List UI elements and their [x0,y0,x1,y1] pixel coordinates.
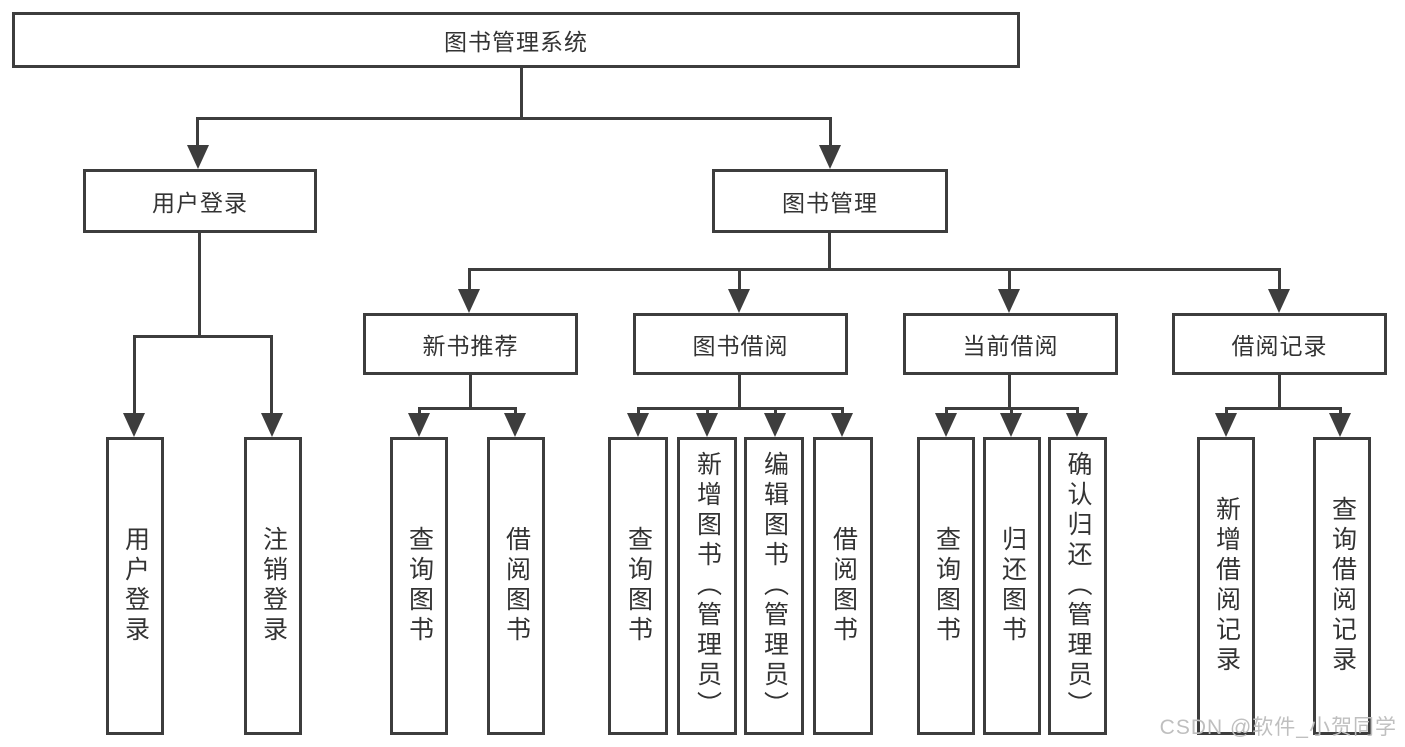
leaf-bb-borrow-books: 借阅图书 [813,437,873,735]
arrowhead-borrowing [728,289,750,313]
connector-user-login-shaft [196,117,199,147]
leaf-bb-add-book-admin: 新增图书（管理员） [677,437,737,735]
connector-current-shaft [1008,268,1011,292]
node-new-book-recommend: 新书推荐 [363,313,578,375]
connector-borrowing-stub [738,374,741,408]
leaf-logout: 注销登录 [244,437,302,735]
csdn-watermark: CSDN @软件_小贺同学 [1159,716,1397,739]
arrowhead-bb-add [696,413,718,437]
connector-root-bar [196,117,831,120]
leaf-br-query-record-label: 查询借阅记录 [1328,496,1357,676]
arrowhead-bb-borrow [831,413,853,437]
node-book-management-label: 图书管理 [782,190,878,216]
connector-records-shaft [1278,268,1281,292]
arrowhead-book-mgmt [819,145,841,169]
arrowhead-current [998,289,1020,313]
connector-br-query-shaft [1339,407,1342,417]
connector-nb-query-shaft [418,407,421,417]
leaf-br-add-record: 新增借阅记录 [1197,437,1255,735]
connector-bb-add-shaft [706,407,709,417]
connector-cb-confirm-shaft [1076,407,1079,417]
node-library-system-label: 图书管理系统 [444,29,588,55]
connector-newbook-bar [418,407,516,410]
connector-cb-query-shaft [945,407,948,417]
connector-book-mgmt-bar [469,268,1280,271]
connector-cb-return-shaft [1010,407,1013,417]
connector-bb-edit-shaft [774,407,777,417]
leaf-cb-confirm-return-admin-label: 确认归还（管理员） [1064,451,1092,721]
node-user-login-label: 用户登录 [152,190,248,216]
connector-leaf-logout-shaft [270,335,273,413]
node-book-management: 图书管理 [712,169,948,233]
connector-book-mgmt-shaft [829,117,832,147]
connector-br-add-shaft [1225,407,1228,417]
leaf-br-add-record-label: 新增借阅记录 [1212,496,1241,676]
arrowhead-user-login [187,145,209,169]
node-book-borrowing: 图书借阅 [633,313,848,375]
leaf-bb-edit-book-admin: 编辑图书（管理员） [744,437,804,735]
arrowhead-newbook [458,289,480,313]
leaf-nb-borrow-books-label: 借阅图书 [502,526,531,646]
leaf-user-login: 用户登录 [106,437,164,735]
connector-user-login-bar [133,335,273,338]
connector-newbook-stub [469,374,472,408]
leaf-cb-confirm-return-admin: 确认归还（管理员） [1048,437,1107,735]
connector-root-stub [520,68,523,118]
connector-bb-borrow-shaft [841,407,844,417]
leaf-cb-query-books: 查询图书 [917,437,975,735]
connector-current-stub [1008,374,1011,408]
leaf-bb-edit-book-admin-label: 编辑图书（管理员） [760,451,789,721]
node-new-book-recommend-label: 新书推荐 [422,333,519,359]
leaf-nb-query-books-label: 查询图书 [405,526,434,646]
arrowhead-bb-query [627,413,649,437]
connector-newbook-shaft [468,268,471,292]
arrowhead-br-query [1329,413,1351,437]
leaf-user-login-label: 用户登录 [121,526,150,646]
arrowhead-records [1268,289,1290,313]
connector-user-login-stub [198,233,201,336]
connector-borrowing-bar [637,407,843,410]
connector-records-bar [1225,407,1341,410]
arrowhead-cb-confirm [1066,413,1088,437]
leaf-bb-query-books: 查询图书 [608,437,668,735]
arrowhead-br-add [1215,413,1237,437]
connector-bb-query-shaft [637,407,640,417]
node-book-borrowing-label: 图书借阅 [692,333,789,359]
node-user-login: 用户登录 [83,169,317,233]
leaf-cb-return-books: 归还图书 [983,437,1041,735]
leaf-cb-query-books-label: 查询图书 [932,526,961,646]
node-library-system: 图书管理系统 [12,12,1020,68]
leaf-bb-add-book-admin-label: 新增图书（管理员） [693,451,722,721]
connector-nb-borrow-shaft [514,407,517,417]
arrowhead-leaf-login [123,413,145,437]
arrowhead-leaf-logout [261,413,283,437]
connector-borrowing-shaft [738,268,741,292]
leaf-bb-query-books-label: 查询图书 [624,526,653,646]
leaf-cb-return-books-label: 归还图书 [998,526,1027,646]
connector-leaf-login-shaft [133,335,136,413]
node-current-borrowing: 当前借阅 [903,313,1118,375]
arrowhead-nb-query [408,413,430,437]
connector-records-stub [1278,374,1281,408]
arrowhead-cb-return [1000,413,1022,437]
leaf-logout-label: 注销登录 [259,526,288,646]
node-borrowing-records-label: 借阅记录 [1231,333,1328,359]
node-current-borrowing-label: 当前借阅 [962,333,1059,359]
leaf-nb-query-books: 查询图书 [390,437,448,735]
arrowhead-bb-edit [764,413,786,437]
leaf-bb-borrow-books-label: 借阅图书 [829,526,858,646]
leaf-br-query-record: 查询借阅记录 [1313,437,1371,735]
node-borrowing-records: 借阅记录 [1172,313,1387,375]
connector-book-mgmt-stub [828,233,831,269]
arrowhead-cb-query [935,413,957,437]
leaf-nb-borrow-books: 借阅图书 [487,437,545,735]
arrowhead-nb-borrow [504,413,526,437]
